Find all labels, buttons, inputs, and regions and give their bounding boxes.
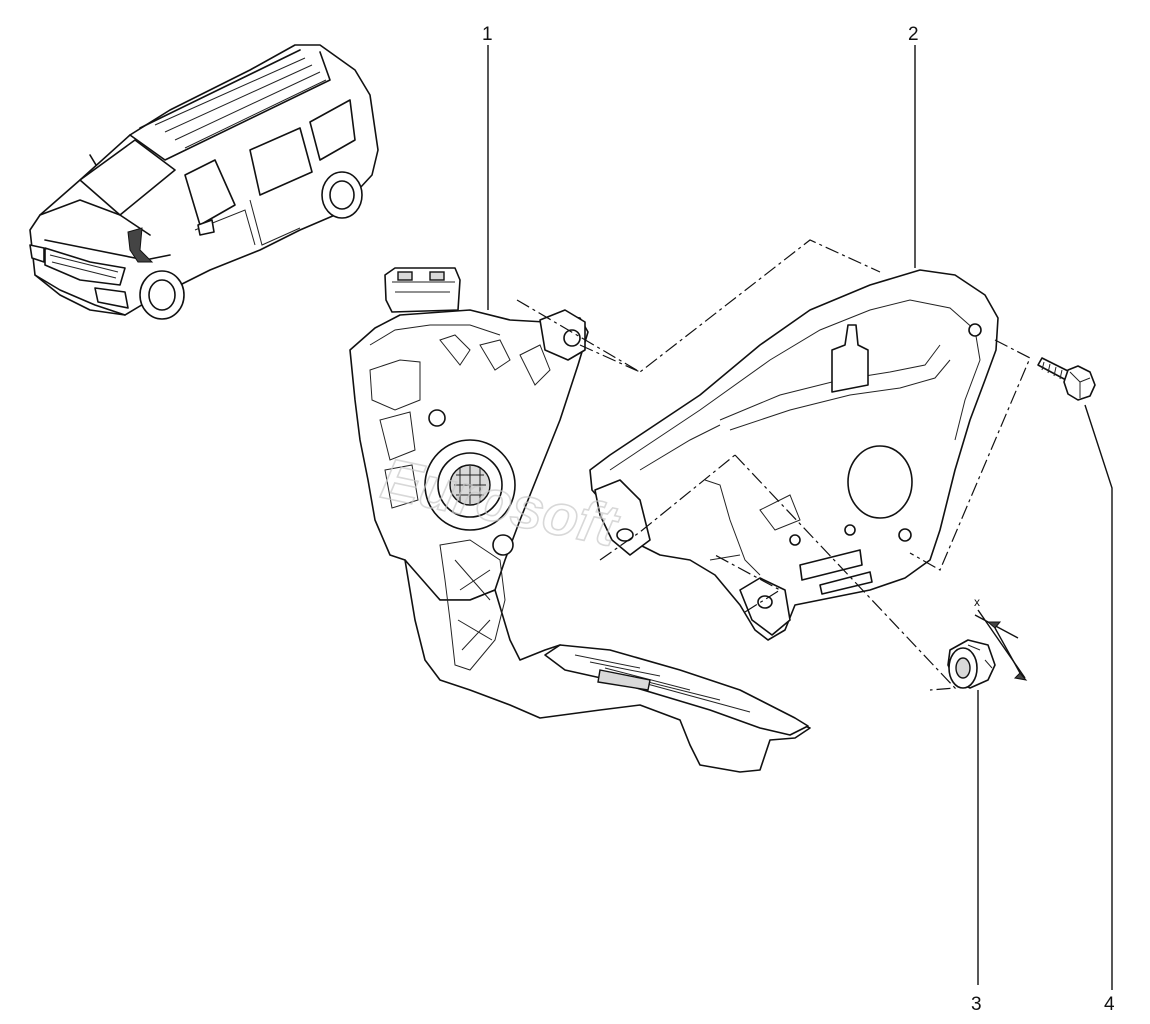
nut-part-3 bbox=[947, 639, 996, 689]
accelerator-pedal-assembly bbox=[349, 267, 811, 773]
callout-3: 3 bbox=[971, 994, 982, 1015]
leader-lines bbox=[487, 45, 1113, 990]
pedal-mounting-bracket bbox=[589, 269, 999, 641]
dimension-indicator-x: x bbox=[974, 595, 1028, 681]
dimension-label: x bbox=[974, 595, 980, 609]
callout-labels: 1 2 3 4 bbox=[482, 24, 1115, 1015]
assembly-center-lines bbox=[516, 239, 1031, 691]
bolt-part-4 bbox=[1037, 357, 1096, 401]
callout-1: 1 bbox=[482, 24, 493, 45]
callout-2: 2 bbox=[908, 24, 919, 45]
callout-4: 4 bbox=[1104, 994, 1115, 1015]
vehicle-locator-illustration bbox=[29, 44, 379, 320]
